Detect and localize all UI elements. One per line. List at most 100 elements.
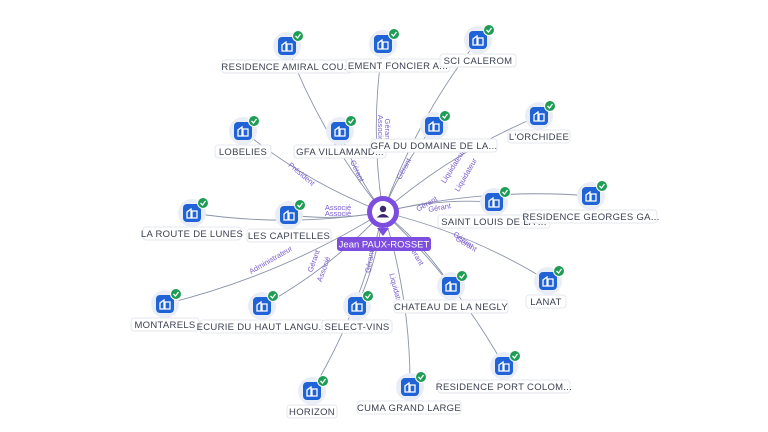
- verified-check-icon: [362, 290, 374, 302]
- company-label: GFA VILLAMAND...: [296, 147, 384, 158]
- verified-check-icon: [388, 28, 400, 40]
- company-label-bg: [142, 226, 242, 241]
- company-label-bg: [507, 129, 571, 144]
- company-node-lobelies[interactable]: LOBELIES: [214, 115, 272, 159]
- building-icon: [530, 107, 548, 125]
- company-label-bg: [370, 138, 498, 153]
- company-node-residence-port[interactable]: RESIDENCE PORT COLOM...: [436, 350, 572, 394]
- company-node-capitelles[interactable]: LES CAPITELLES: [246, 199, 332, 243]
- verified-check-icon: [415, 371, 427, 383]
- building-icon: [485, 193, 503, 211]
- company-label-bg: [130, 317, 200, 332]
- company-label: HORIZON: [289, 407, 335, 418]
- person-icon: [376, 205, 390, 218]
- company-label-bg: [437, 379, 571, 394]
- edge-label-gfa-domaine: Gérant: [394, 156, 413, 181]
- company-node-saint-louis[interactable]: SAINT LOUIS DE LA ...: [437, 186, 551, 229]
- center-node-pin-tip: [377, 228, 389, 236]
- company-label: SAINT LOUIS DE LA ...: [441, 217, 546, 228]
- company-label: SELECT-VINS: [324, 322, 389, 333]
- verified-check-icon: [483, 24, 495, 36]
- company-label: LANAT: [530, 297, 561, 308]
- building-icon: [469, 31, 487, 49]
- company-node-chateau-negly[interactable]: CHATEAU DE LA NEGLY: [393, 270, 509, 314]
- company-label-bg: [321, 319, 393, 334]
- company-node-montarels[interactable]: MONTARELS: [130, 288, 200, 332]
- company-label: GFA DU DOMAINE DE LA...: [371, 141, 498, 152]
- verified-check-icon: [317, 375, 329, 387]
- verified-check-icon: [294, 199, 306, 211]
- building-icon: [331, 122, 349, 140]
- company-label: EMENT FONCIER A...: [348, 61, 448, 72]
- edge-label-montarels: Administrateur: [248, 244, 295, 276]
- company-label: RESIDENCE AMIRAL COU...: [221, 62, 352, 73]
- company-node-gfa-domaine[interactable]: GFA DU DOMAINE DE LA...: [370, 110, 498, 153]
- company-label-bg: [246, 228, 332, 243]
- verified-check-icon: [248, 115, 260, 127]
- company-label-bg: [214, 144, 272, 159]
- edge-label-sci-calerom: Gérant: [383, 119, 392, 143]
- building-icon: [425, 117, 443, 135]
- building-icon: [442, 277, 460, 295]
- company-node-residence-amiral[interactable]: RESIDENCE AMIRAL COU...: [221, 30, 353, 74]
- company-node-ecurie[interactable]: ECURIE DU HAUT LANGU...: [197, 290, 328, 334]
- company-label: CUMA GRAND LARGE: [357, 403, 461, 414]
- company-label: RESIDENCE PORT COLOM...: [436, 382, 572, 393]
- company-node-lanat[interactable]: LANAT: [525, 265, 567, 309]
- verified-check-icon: [596, 180, 608, 192]
- company-node-residence-georges[interactable]: RESIDENCE GEORGES GA...: [522, 180, 659, 224]
- company-label-bg: [525, 294, 567, 309]
- edge-label-gfa-villamand: Gérant: [348, 159, 366, 184]
- building-icon: [234, 122, 252, 140]
- company-label: CHATEAU DE LA NEGLY: [394, 302, 508, 313]
- verified-check-icon: [509, 350, 521, 362]
- center-person-name: Jean PAUX-ROSSET: [339, 240, 430, 251]
- edge-lanat: [382, 211, 549, 282]
- building-icon: [278, 37, 296, 55]
- company-node-horizon[interactable]: HORIZON: [286, 375, 338, 419]
- center-person-node[interactable]: Jean PAUX-ROSSET: [337, 196, 431, 251]
- edge-cuma: [382, 211, 411, 388]
- company-node-select-vins[interactable]: SELECT-VINS: [321, 290, 393, 334]
- company-node-lorchidee[interactable]: L'ORCHIDEE: [507, 100, 571, 144]
- building-icon: [156, 295, 174, 313]
- verified-check-icon: [439, 110, 451, 122]
- verified-check-icon: [292, 30, 304, 42]
- verified-check-icon: [170, 288, 182, 300]
- company-node-sci-calerom[interactable]: SCI CALEROM: [439, 24, 517, 68]
- building-icon: [183, 204, 201, 222]
- building-icon: [374, 35, 392, 53]
- company-label: LES CAPITELLES: [248, 231, 330, 242]
- company-label: MONTARELS: [134, 320, 195, 331]
- company-label: ECURIE DU HAUT LANGU...: [197, 322, 328, 333]
- verified-check-icon: [456, 270, 468, 282]
- verified-check-icon: [544, 100, 556, 112]
- company-label-bg: [524, 209, 658, 224]
- company-label: L'ORCHIDEE: [509, 132, 569, 143]
- company-node-groupement-foncier[interactable]: EMENT FONCIER A...: [345, 28, 451, 73]
- company-label: RESIDENCE GEORGES GA...: [522, 212, 659, 223]
- edge-label-capitelles: Associé: [325, 209, 351, 218]
- edge-montarels: [164, 211, 384, 305]
- verified-check-icon: [267, 290, 279, 302]
- verified-check-icon: [499, 186, 511, 198]
- edge-label-extra: Associé: [325, 203, 351, 212]
- building-icon: [582, 187, 600, 205]
- company-node-cuma[interactable]: CUMA GRAND LARGE: [356, 371, 462, 415]
- building-icon: [303, 382, 321, 400]
- edge-label-saint-louis: Gérant: [427, 201, 452, 214]
- company-label-bg: [286, 404, 338, 419]
- company-node-gfa-villamand[interactable]: GFA VILLAMAND...: [293, 115, 387, 159]
- verified-check-icon: [197, 197, 209, 209]
- company-label-bg: [393, 299, 509, 314]
- building-icon: [539, 272, 557, 290]
- company-label: LOBELIES: [219, 147, 267, 158]
- edge-label-groupement-foncier: Associé: [376, 115, 385, 141]
- company-node-route-lunes[interactable]: LA ROUTE DE LUNES: [141, 197, 243, 241]
- company-label: SCI CALEROM: [444, 56, 513, 67]
- company-label-bg: [439, 53, 517, 68]
- edge-lobelies: [242, 130, 384, 213]
- edge-label-select-vins: Gérant: [363, 249, 376, 274]
- verified-check-icon: [553, 265, 565, 277]
